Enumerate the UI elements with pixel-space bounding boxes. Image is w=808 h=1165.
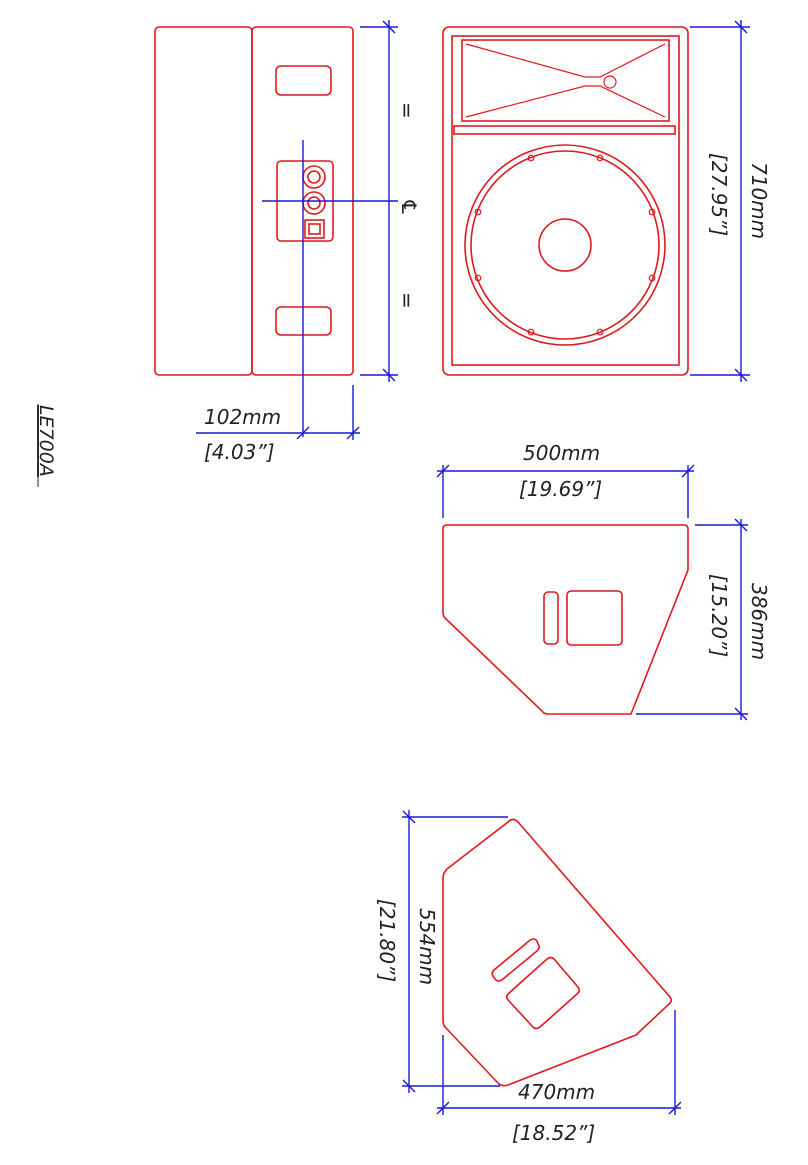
connector-1: [302, 165, 326, 189]
horn-throat: [603, 75, 617, 89]
height-mm: 710mm: [747, 162, 771, 239]
front-cabinet: [442, 26, 689, 376]
equal-mark-lower: =: [395, 292, 419, 309]
depth-top-mm: 102mm: [204, 405, 281, 429]
side-depth-mm: 386mm: [747, 583, 771, 660]
front-view: 710mm [27.95”]: [442, 20, 771, 382]
horn-baffle-strip: [453, 125, 676, 135]
rear-left-panel: [154, 26, 253, 376]
angled-plate: [505, 956, 581, 1030]
top-handle: [543, 591, 559, 645]
angled-height-in: [21.80”]: [375, 899, 399, 982]
rear-view: = = ℄ 102mm [4.03”]: [154, 20, 421, 464]
width-in: [19.69”]: [519, 477, 602, 501]
centerline-symbol: ℄: [397, 198, 421, 216]
woofer-outer: [464, 144, 666, 346]
height-in: [27.95”]: [707, 153, 731, 236]
horn-frame: [461, 39, 670, 122]
angled-handle: [491, 938, 541, 982]
side-depth-in: [15.20”]: [707, 574, 731, 657]
woofer-surround: [470, 150, 660, 340]
angled-height-mm: 554mm: [415, 908, 439, 985]
depth-top-in: [4.03”]: [204, 440, 275, 464]
model-label: LE700A: [35, 405, 57, 477]
angled-width-in: [18.52”]: [512, 1121, 595, 1145]
connector-2: [302, 191, 326, 215]
connector-3: [304, 219, 325, 239]
horn-flare: [465, 43, 666, 118]
angled-outline: [442, 818, 673, 1087]
top-view: 500mm [19.69”] 386mm [15.20”]: [436, 441, 771, 721]
rear-handle-top: [275, 65, 332, 96]
width-mm: 500mm: [523, 441, 600, 465]
front-grille: [451, 35, 680, 366]
top-outline: [442, 524, 689, 715]
angled-width-mm: 470mm: [518, 1080, 595, 1104]
top-plate: [566, 590, 623, 646]
equal-mark-upper: =: [395, 102, 419, 119]
angled-view: 554mm [21.80”] 470mm [18.52”]: [375, 810, 682, 1145]
woofer-dustcap: [538, 218, 592, 272]
